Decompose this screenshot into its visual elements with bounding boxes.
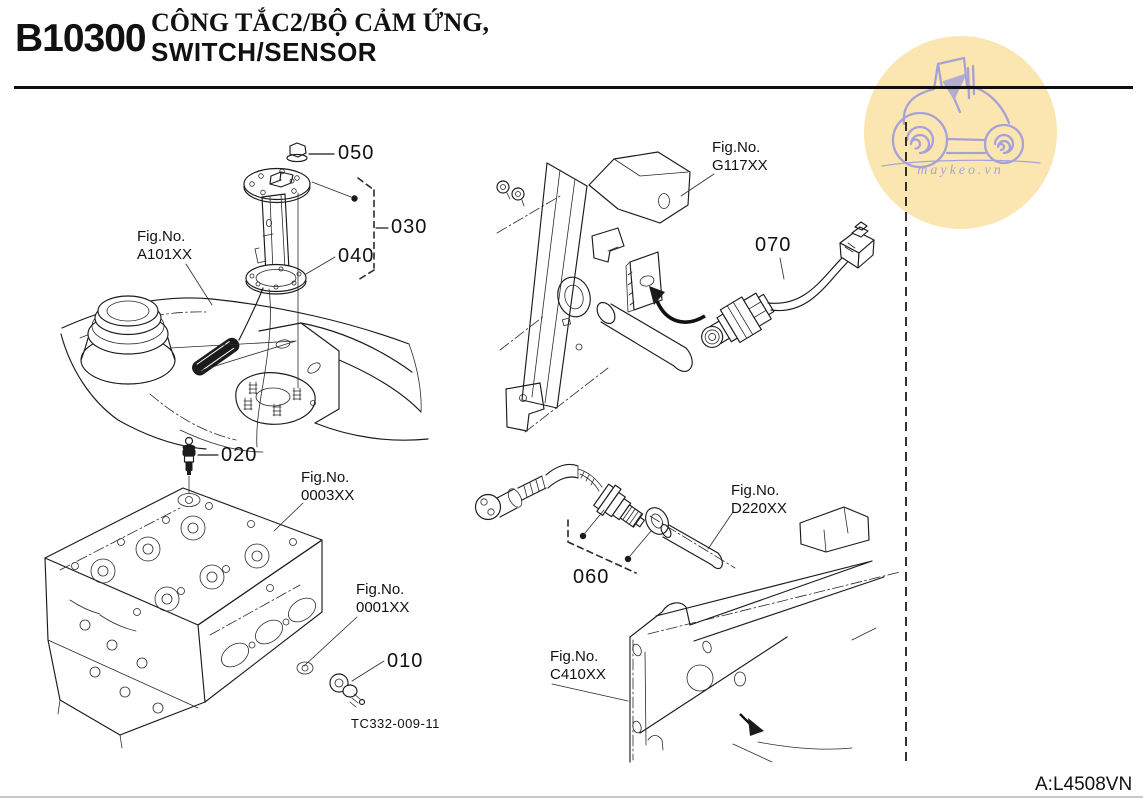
callout-010: 010 [387,650,424,672]
head-detail [69,599,164,714]
drawing-code: TC332-009-11 [351,716,440,731]
page-code: B10300 [15,17,147,60]
figref-a101: Fig.No. A101XX [137,228,192,265]
figref-0003-label: Fig.No. [301,469,350,486]
figref-d220-code: D220XX [731,500,787,518]
figref-0001: Fig.No. 0001XX [356,581,409,618]
exhaust-ports [221,597,316,668]
tractor-watermark-icon [881,56,1041,169]
mounting-studs [243,381,302,417]
callout-020: 020 [221,444,258,466]
page-title-vietnamese: CÔNG TẮC2/BỘ CẢM ỨNG, [151,8,489,37]
transmission-case-drawing [551,173,901,763]
figref-g117-label: Fig.No. [712,139,761,156]
page-title: CÔNG TẮC2/BỘ CẢM ỨNG, SWITCH/SENSOR [151,8,489,67]
figref-0003-code: 0003XX [301,487,355,505]
figref-g117: Fig.No. G117XX [712,139,768,176]
engine-head-drawing [44,436,385,749]
figref-0001-label: Fig.No. [356,581,405,598]
callout-060: 060 [573,566,610,588]
figref-c410: Fig.No. C410XX [550,648,606,685]
figref-0001-code: 0001XX [356,599,410,617]
figref-c410-code: C410XX [550,666,606,684]
fuel-tank-drawing [60,295,429,453]
watermark-text: maykeo.vn [917,163,1004,178]
fuel-sender-drawing [192,142,389,448]
figref-a101-label: Fig.No. [137,228,186,245]
oil-switch-010 [296,660,385,708]
frame-bracket-drawing [496,151,693,433]
callout-040: 040 [338,245,375,267]
figref-g117-code: G117XX [712,157,768,175]
figref-d220-label: Fig.No. [731,482,780,499]
callout-050: 050 [338,142,375,164]
footer-reference: A:L4508VN [1035,774,1133,795]
valve-ports [71,502,297,616]
footer-rule [0,796,1143,798]
page-title-english: SWITCH/SENSOR [151,36,378,67]
figure-leaders [185,263,358,667]
sensor-060-drawing [474,463,669,574]
figref-a101-code: A101XX [137,246,193,264]
figref-d220: Fig.No. D220XX [731,482,787,519]
figref-c410-label: Fig.No. [550,648,599,665]
pressure-switch-070 [649,221,875,349]
callout-030: 030 [391,216,428,238]
callout-070: 070 [755,234,792,256]
site-watermark: maykeo.vn [864,36,1057,229]
header-rule [14,86,1133,89]
temp-sensor-020 [177,436,219,507]
figref-0003: Fig.No. 0003XX [301,469,354,506]
